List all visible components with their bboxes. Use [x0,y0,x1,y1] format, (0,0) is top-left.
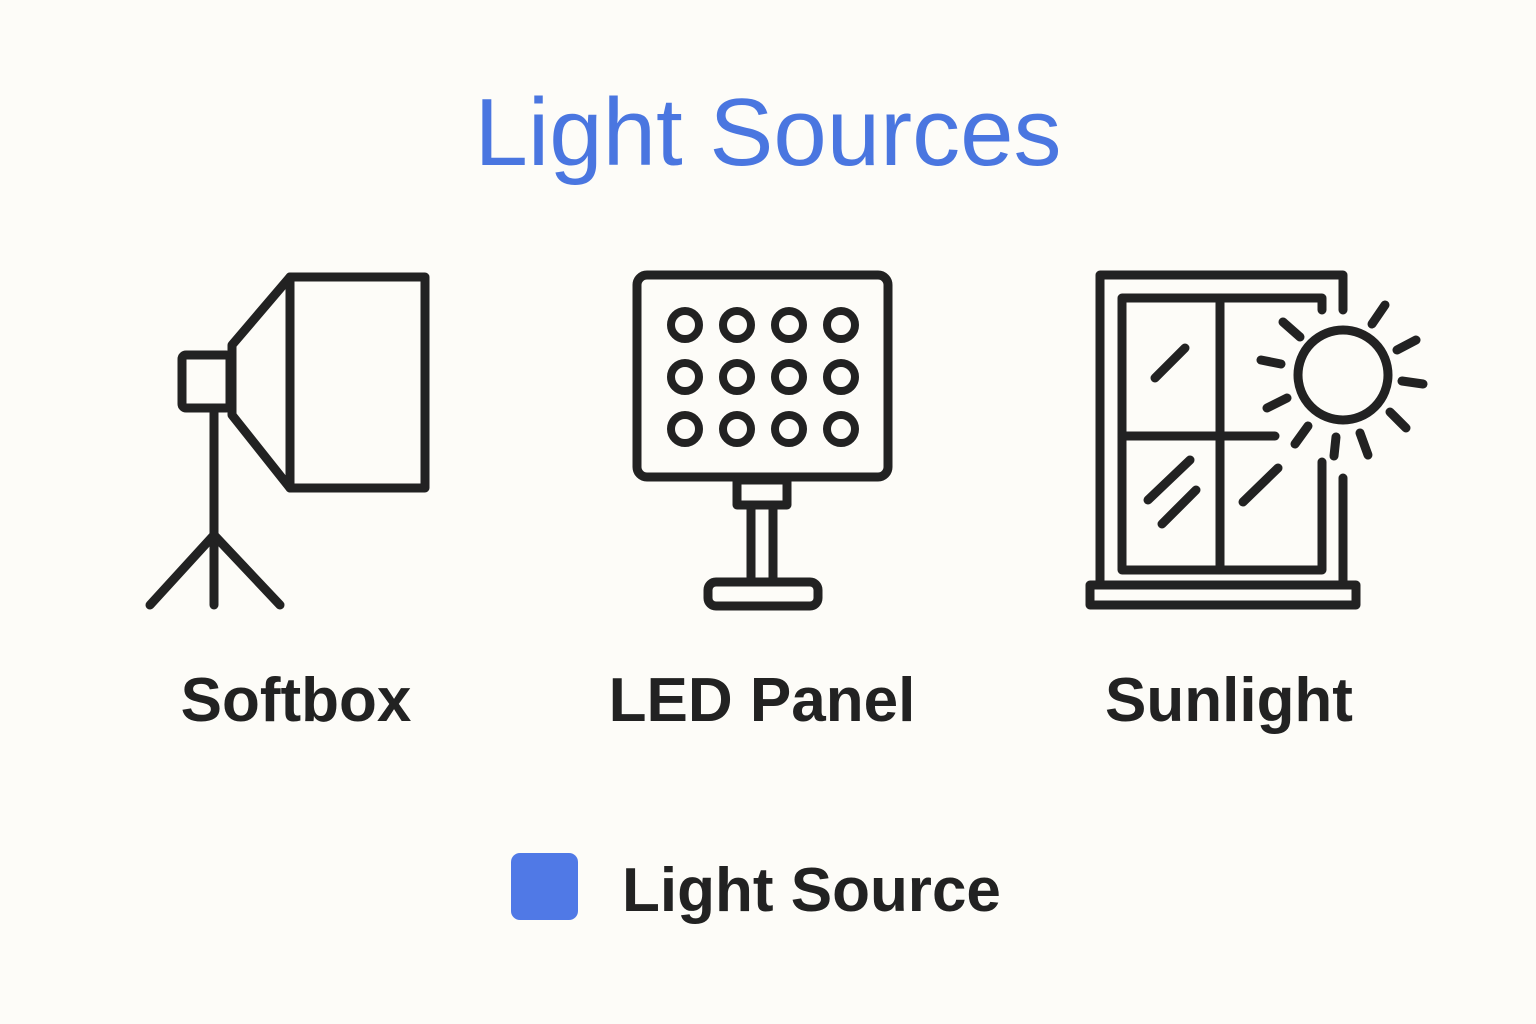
sunlight-label: Sunlight [1105,666,1353,735]
softbox-icon [145,272,430,610]
legend-swatch [511,853,578,920]
page-title: Light Sources [474,79,1062,186]
softbox-label: Softbox [180,666,412,735]
legend-label: Light Source [622,856,1001,925]
led-panel-label: LED Panel [608,666,916,735]
window-sun-icon [1085,270,1428,610]
led-panel-icon [632,270,893,611]
